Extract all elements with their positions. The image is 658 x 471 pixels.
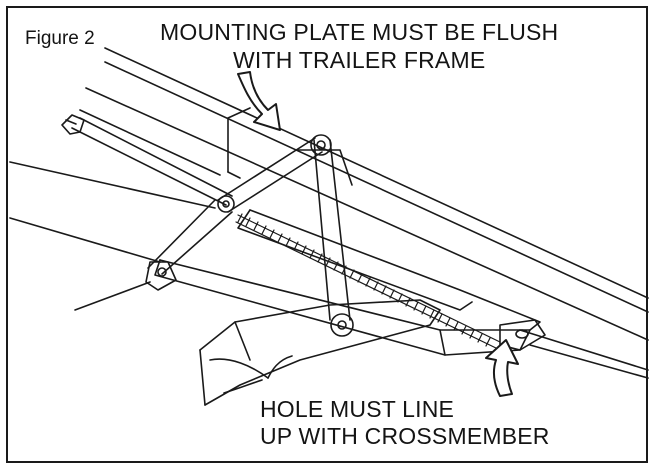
callout-bottom-line2: UP WITH CROSSMEMBER — [260, 423, 550, 449]
figure-frame — [6, 6, 648, 463]
callout-top: MOUNTING PLATE MUST BE FLUSH WITH TRAILE… — [160, 18, 558, 74]
curved-arrow-top — [237, 71, 281, 131]
callout-top-line1: MOUNTING PLATE MUST BE FLUSH — [160, 19, 559, 45]
crank-handle — [61, 114, 233, 206]
frame-flange — [227, 107, 251, 179]
figure-label: Figure 2 — [25, 28, 95, 49]
trailer-frame-rails — [9, 47, 649, 379]
callout-bottom: HOLE MUST LINE UP WITH CROSSMEMBER — [260, 396, 550, 450]
end-bracket — [499, 319, 546, 351]
threaded-screw — [235, 213, 501, 350]
callout-top-line2: WITH TRAILER FRAME — [233, 47, 486, 73]
curved-arrow-bottom — [485, 339, 519, 397]
jack-foot — [199, 299, 441, 406]
linkage-arms — [145, 134, 354, 337]
callout-bottom-line1: HOLE MUST LINE — [260, 396, 455, 422]
